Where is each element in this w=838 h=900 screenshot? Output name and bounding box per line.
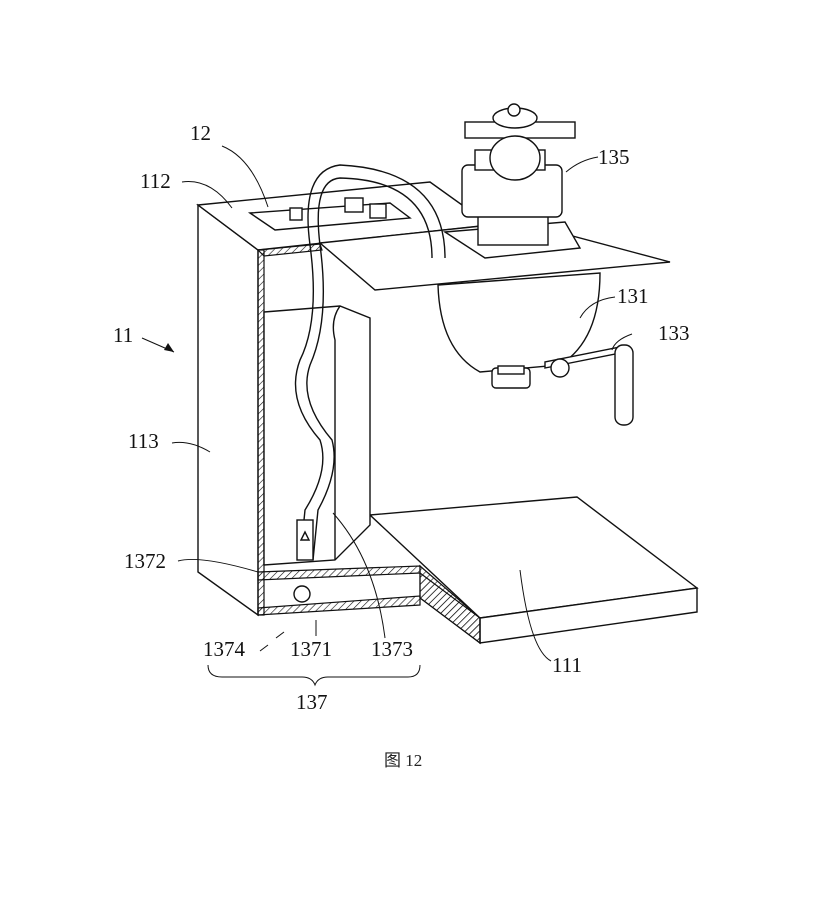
figure-caption: 图 12 bbox=[384, 751, 422, 770]
bowl bbox=[437, 272, 601, 389]
spout-handle bbox=[544, 344, 634, 426]
label-135: 135 bbox=[598, 145, 630, 169]
label-12: 12 bbox=[190, 121, 211, 145]
label-137: 137 bbox=[296, 690, 328, 714]
label-112: 112 bbox=[140, 169, 171, 193]
label-1371: 1371 bbox=[290, 637, 332, 661]
motor-assembly bbox=[442, 103, 582, 259]
label-11: 11 bbox=[113, 323, 133, 347]
label-1373: 1373 bbox=[371, 637, 413, 661]
water-tube bbox=[293, 164, 446, 603]
leader-lines bbox=[141, 145, 633, 687]
label-133: 133 bbox=[658, 321, 690, 345]
circuit-board bbox=[247, 197, 412, 231]
label-111: 111 bbox=[552, 653, 582, 677]
label-1374: 1374 bbox=[203, 637, 246, 661]
label-131: 131 bbox=[617, 284, 649, 308]
label-1372: 1372 bbox=[124, 549, 166, 573]
label-113: 113 bbox=[128, 429, 159, 453]
